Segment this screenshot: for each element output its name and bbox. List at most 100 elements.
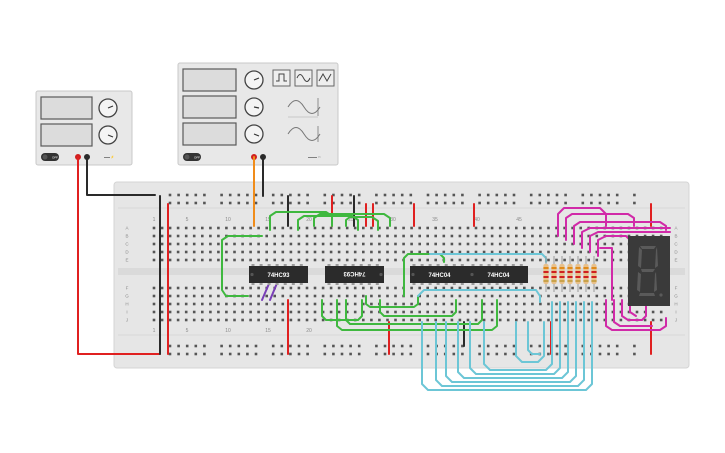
breadboard-hole[interactable] xyxy=(474,310,478,314)
breadboard-hole[interactable] xyxy=(378,242,381,246)
resistor[interactable] xyxy=(575,256,581,292)
breadboard-hole[interactable] xyxy=(329,258,333,262)
breadboard-hole[interactable] xyxy=(220,193,223,197)
breadboard-hole[interactable] xyxy=(345,242,349,246)
breadboard-hole[interactable] xyxy=(490,286,494,290)
breadboard-hole[interactable] xyxy=(281,294,285,298)
breadboard-hole[interactable] xyxy=(418,226,421,230)
breadboard-hole[interactable] xyxy=(426,258,429,262)
breadboard-hole[interactable] xyxy=(297,302,301,306)
breadboard-hole[interactable] xyxy=(209,318,212,322)
breadboard-hole[interactable] xyxy=(217,226,220,230)
breadboard-hole[interactable] xyxy=(273,234,276,238)
breadboard-hole[interactable] xyxy=(466,302,470,306)
breadboard-hole[interactable] xyxy=(498,234,502,238)
breadboard-hole[interactable] xyxy=(504,344,507,348)
breadboard-hole[interactable] xyxy=(375,201,378,205)
breadboard-hole[interactable] xyxy=(555,302,558,306)
breadboard-hole[interactable] xyxy=(547,258,550,262)
breadboard-hole[interactable] xyxy=(209,242,212,246)
breadboard-hole[interactable] xyxy=(595,234,599,238)
breadboard-hole[interactable] xyxy=(152,226,156,230)
breadboard-hole[interactable] xyxy=(152,258,156,262)
breadboard-hole[interactable] xyxy=(192,258,196,262)
breadboard-hole[interactable] xyxy=(482,302,486,306)
breadboard-hole[interactable] xyxy=(185,193,189,197)
breadboard-hole[interactable] xyxy=(233,258,236,262)
breadboard-hole[interactable] xyxy=(313,242,317,246)
breadboard-hole[interactable] xyxy=(529,344,533,348)
breadboard-hole[interactable] xyxy=(378,294,381,298)
breadboard-hole[interactable] xyxy=(539,242,542,246)
breadboard-hole[interactable] xyxy=(228,344,232,348)
breadboard-hole[interactable] xyxy=(297,201,301,205)
breadboard-hole[interactable] xyxy=(581,193,585,197)
breadboard-hole[interactable] xyxy=(329,250,333,254)
breadboard-hole[interactable] xyxy=(410,294,413,298)
breadboard-hole[interactable] xyxy=(362,234,365,238)
breadboard-hole[interactable] xyxy=(482,250,486,254)
breadboard-hole[interactable] xyxy=(265,250,268,254)
breadboard-hole[interactable] xyxy=(289,352,292,356)
breadboard-hole[interactable] xyxy=(225,318,228,322)
breadboard-hole[interactable] xyxy=(233,318,236,322)
breadboard-hole[interactable] xyxy=(184,310,188,314)
breadboard-hole[interactable] xyxy=(217,258,220,262)
breadboard-hole[interactable] xyxy=(209,226,212,230)
breadboard-hole[interactable] xyxy=(353,250,357,254)
breadboard-hole[interactable] xyxy=(160,234,164,238)
breadboard-hole[interactable] xyxy=(458,250,462,254)
breadboard-hole[interactable] xyxy=(555,250,558,254)
breadboard-hole[interactable] xyxy=(474,318,478,322)
breadboard-hole[interactable] xyxy=(321,286,325,290)
breadboard-hole[interactable] xyxy=(547,302,550,306)
breadboard-hole[interactable] xyxy=(410,286,413,290)
function-generator[interactable]: OFF ▬▬▬ ▭ xyxy=(177,62,339,166)
breadboard-hole[interactable] xyxy=(271,193,275,197)
breadboard-hole[interactable] xyxy=(607,344,610,348)
breadboard-hole[interactable] xyxy=(201,258,204,262)
breadboard-hole[interactable] xyxy=(281,226,285,230)
breadboard-hole[interactable] xyxy=(442,250,446,254)
breadboard-hole[interactable] xyxy=(474,302,478,306)
breadboard-hole[interactable] xyxy=(228,193,232,197)
breadboard-hole[interactable] xyxy=(332,344,335,348)
breadboard-hole[interactable] xyxy=(329,286,333,290)
breadboard-hole[interactable] xyxy=(515,258,518,262)
breadboard-hole[interactable] xyxy=(564,352,567,356)
breadboard-hole[interactable] xyxy=(378,286,381,290)
breadboard-hole[interactable] xyxy=(555,242,558,246)
breadboard-hole[interactable] xyxy=(523,302,526,306)
breadboard-hole[interactable] xyxy=(434,234,437,238)
breadboard-hole[interactable] xyxy=(313,226,317,230)
breadboard-hole[interactable] xyxy=(241,286,244,290)
breadboard-hole[interactable] xyxy=(345,258,349,262)
breadboard-hole[interactable] xyxy=(305,234,309,238)
breadboard-hole[interactable] xyxy=(555,226,558,230)
breadboard-hole[interactable] xyxy=(192,250,196,254)
breadboard-hole[interactable] xyxy=(370,242,373,246)
breadboard-hole[interactable] xyxy=(563,310,566,314)
breadboard-hole[interactable] xyxy=(495,352,499,356)
breadboard-hole[interactable] xyxy=(209,294,212,298)
breadboard-hole[interactable] xyxy=(563,302,566,306)
breadboard-hole[interactable] xyxy=(461,201,464,205)
breadboard-hole[interactable] xyxy=(506,242,510,246)
breadboard-hole[interactable] xyxy=(152,250,156,254)
breadboard-hole[interactable] xyxy=(458,294,462,298)
breadboard-hole[interactable] xyxy=(504,201,507,205)
breadboard-hole[interactable] xyxy=(265,310,268,314)
breadboard-hole[interactable] xyxy=(615,201,619,205)
breadboard-hole[interactable] xyxy=(579,294,582,298)
breadboard-hole[interactable] xyxy=(555,258,558,262)
breadboard-hole[interactable] xyxy=(434,286,437,290)
breadboard-hole[interactable] xyxy=(254,344,258,348)
breadboard-hole[interactable] xyxy=(281,234,285,238)
breadboard-hole[interactable] xyxy=(225,310,228,314)
breadboard-hole[interactable] xyxy=(313,258,317,262)
breadboard-hole[interactable] xyxy=(434,310,437,314)
breadboard-hole[interactable] xyxy=(297,344,301,348)
breadboard-hole[interactable] xyxy=(515,294,518,298)
breadboard-hole[interactable] xyxy=(383,352,387,356)
breadboard-hole[interactable] xyxy=(273,242,276,246)
